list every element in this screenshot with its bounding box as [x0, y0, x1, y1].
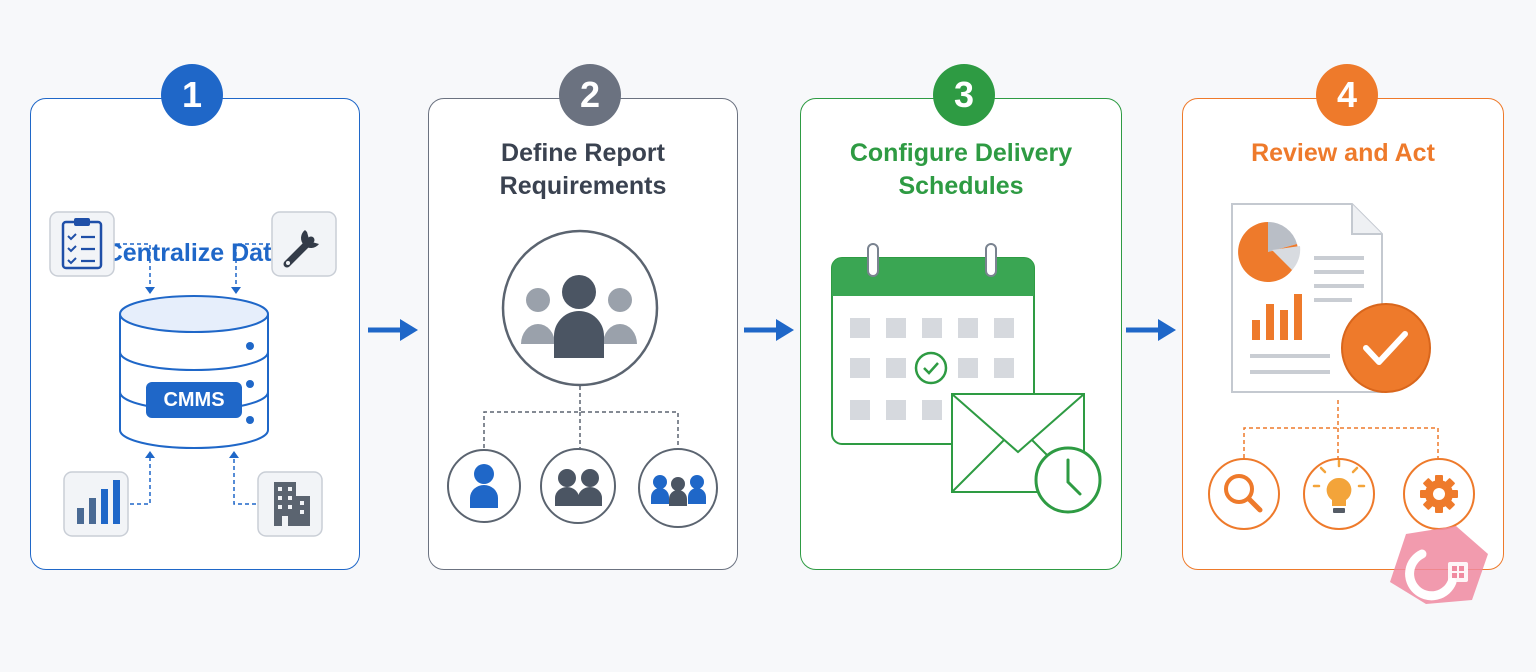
- magnifier-icon: [1208, 458, 1280, 530]
- flow-arrow-2: [744, 319, 794, 341]
- step-4-badge: 4: [1316, 64, 1378, 126]
- step-4-title: Review and Act: [1183, 137, 1503, 170]
- step-2-title-line-1: Define Report: [501, 139, 665, 167]
- step-2-title: Define Report Requirements: [429, 137, 737, 203]
- pie-chart-icon: [1238, 221, 1301, 282]
- step-3-title-line-2: Schedules: [898, 172, 1024, 200]
- wrench-icon: [271, 211, 337, 277]
- clipboard-checklist-icon: [49, 211, 115, 277]
- step-1-badge: 1: [161, 64, 223, 126]
- flow-arrow-1: [368, 319, 418, 341]
- step-3-badge: 3: [933, 64, 995, 126]
- single-user-icon: [447, 449, 521, 523]
- step-2-badge: 2: [559, 64, 621, 126]
- step-4-title-line-1: Review and Act: [1251, 139, 1435, 167]
- cmms-label: CMMS: [146, 382, 242, 418]
- step-2-title-line-2: Requirements: [499, 172, 667, 200]
- clock-icon: [1034, 446, 1102, 514]
- step-3-title: Configure Delivery Schedules: [801, 137, 1121, 203]
- gear-icon: [1403, 458, 1475, 530]
- step-3-title-line-1: Configure Delivery: [849, 139, 1073, 167]
- two-users-icon: [540, 448, 616, 524]
- bar-chart-icon: [63, 471, 129, 537]
- watermark-logo: [1390, 526, 1488, 604]
- lightbulb-icon: [1303, 458, 1375, 530]
- team-icon: [638, 448, 718, 528]
- checkmark-icon: [1341, 303, 1431, 393]
- building-icon: [257, 471, 323, 537]
- flow-arrow-3: [1126, 319, 1176, 341]
- people-group-icon: [501, 229, 659, 387]
